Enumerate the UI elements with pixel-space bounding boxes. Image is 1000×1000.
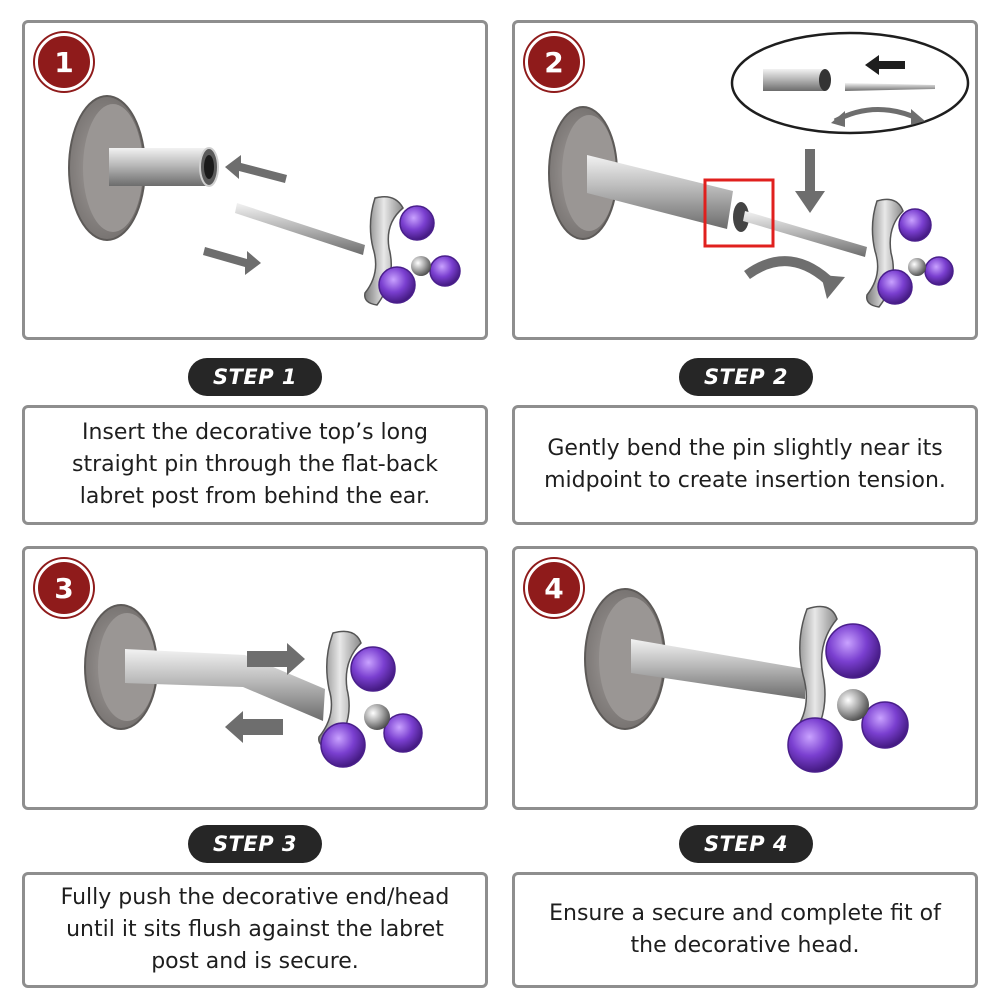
- step-3-illustration: [84, 604, 423, 768]
- step-4-panel: 4: [512, 546, 978, 810]
- step-1-number-badge: 1: [35, 33, 93, 91]
- step-1-description: Insert the decorative top’s long straigh…: [72, 420, 438, 509]
- step-4-description-box: Ensure a secure and complete fit of the …: [512, 872, 978, 988]
- step-3-label: STEP 3: [188, 825, 322, 863]
- step-3-panel: 3: [22, 546, 488, 810]
- step-4-illustration: [584, 588, 909, 773]
- step-4-number-badge: 4: [525, 559, 583, 617]
- step-4-description: Ensure a secure and complete fit of the …: [549, 901, 941, 958]
- step-1-description-box: Insert the decorative top’s long straigh…: [22, 405, 488, 525]
- step-4-label: STEP 4: [679, 825, 813, 863]
- step-2-label: STEP 2: [679, 358, 813, 396]
- step-2-number-badge: 2: [525, 33, 583, 91]
- step-1-label: STEP 1: [188, 358, 322, 396]
- step-3-description-box: Fully push the decorative end/head until…: [22, 872, 488, 988]
- step-3-number-badge: 3: [35, 559, 93, 617]
- step-1-illustration: [68, 95, 461, 306]
- step-2-description: Gently bend the pin slightly near its mi…: [544, 436, 946, 493]
- step-1-panel: 1: [22, 20, 488, 340]
- step-2-illustration: [548, 31, 970, 308]
- step-3-description: Fully push the decorative end/head until…: [60, 885, 450, 974]
- step-2-description-box: Gently bend the pin slightly near its mi…: [512, 405, 978, 525]
- step-2-panel: 2: [512, 20, 978, 340]
